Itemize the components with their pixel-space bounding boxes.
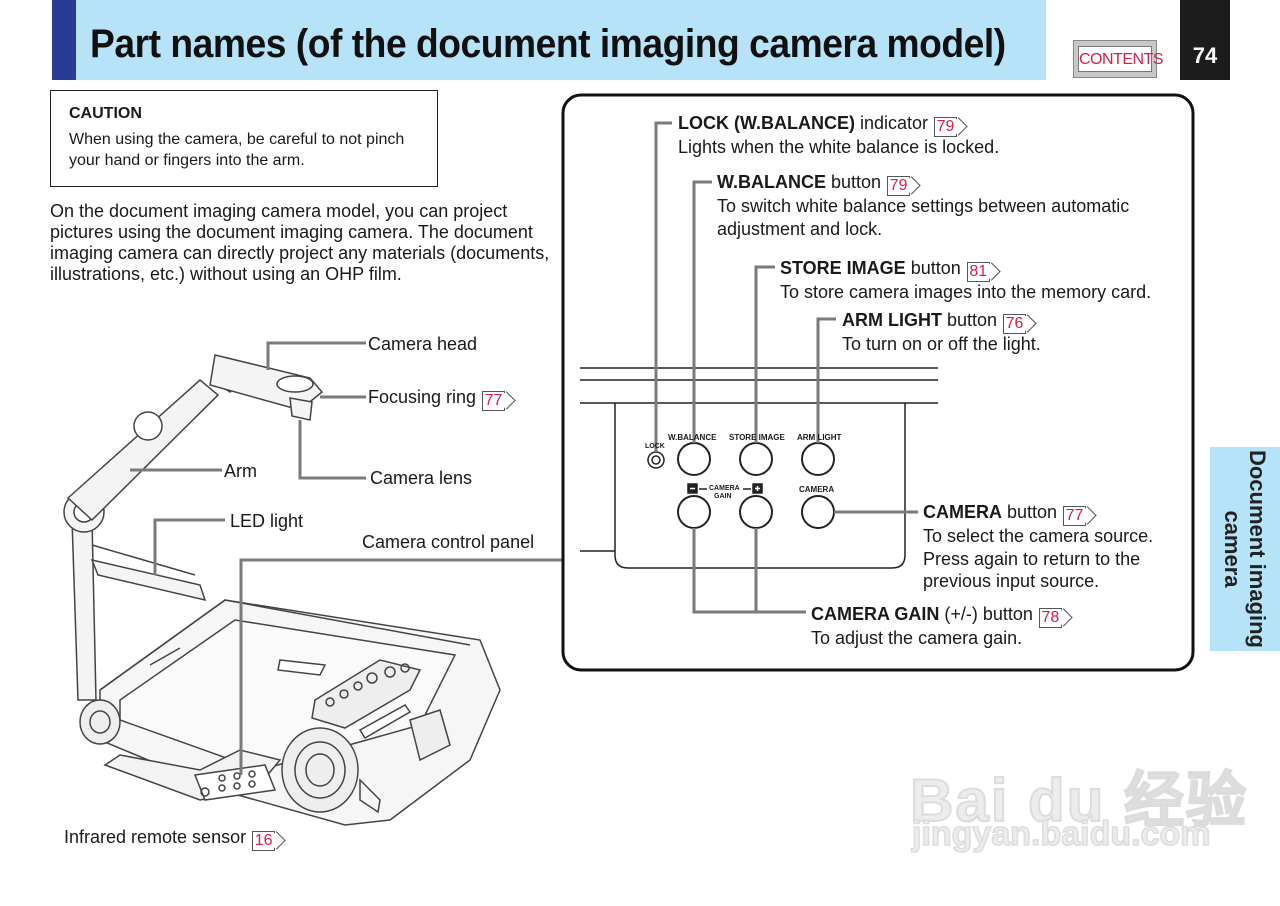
header-accent bbox=[52, 0, 76, 80]
caution-title: CAUTION bbox=[69, 105, 142, 122]
page-title: Part names (of the document imaging came… bbox=[90, 22, 1006, 66]
callout-wbalance-desc: To switch white balance settings between… bbox=[717, 196, 1130, 239]
page-ref-link[interactable]: 79 bbox=[887, 176, 911, 196]
side-tab-label: Document imaging camera bbox=[1220, 449, 1270, 648]
panel-label-camera-gain: CAMERA bbox=[709, 485, 740, 492]
page-ref-link[interactable]: 16 bbox=[252, 831, 276, 851]
page-number: 74 bbox=[1180, 0, 1230, 80]
page-ref-link[interactable]: 81 bbox=[966, 262, 990, 282]
page-ref-link[interactable]: 79 bbox=[934, 117, 958, 137]
panel-label-wbalance: W.BALANCE bbox=[668, 433, 717, 442]
label-camera-head: Camera head bbox=[368, 334, 478, 354]
page-ref-link[interactable]: 77 bbox=[482, 391, 506, 411]
watermark-logo: Bai du 经验 bbox=[909, 766, 1249, 835]
label-arm: Arm bbox=[224, 461, 257, 481]
contents-button[interactable]: CONTENTS bbox=[1073, 40, 1164, 78]
side-tab[interactable]: Document imaging camera bbox=[1210, 447, 1280, 651]
panel-label-armlight: ARM LIGHT bbox=[797, 433, 842, 442]
panel-label-store: STORE IMAGE bbox=[729, 433, 785, 442]
label-control-panel: Camera control panel bbox=[362, 532, 535, 552]
header-bar bbox=[52, 0, 1046, 80]
label-camera-lens: Camera lens bbox=[370, 468, 473, 488]
intro-paragraph: On the document imaging camera model, yo… bbox=[50, 201, 550, 284]
label-led-light: LED light bbox=[230, 511, 304, 531]
page-ref-link[interactable]: 77 bbox=[1063, 506, 1087, 526]
callout-gain-desc: To adjust the camera gain. bbox=[811, 628, 1023, 648]
page-ref-link[interactable]: 78 bbox=[1038, 608, 1062, 628]
camera-arm-illustration bbox=[63, 354, 324, 701]
control-panel-box bbox=[561, 93, 1195, 672]
callout-camera-desc: To select the camera source. Press again… bbox=[923, 526, 1154, 591]
caution-box: CAUTION When using the camera, be carefu… bbox=[50, 90, 438, 187]
page-ref-link[interactable]: 76 bbox=[1003, 314, 1027, 334]
leader-lines-left bbox=[130, 341, 562, 775]
panel-label-lock: LOCK bbox=[645, 443, 665, 450]
callout-armlight-desc: To turn on or off the light. bbox=[842, 334, 1041, 354]
leader-lines-panel bbox=[654, 121, 918, 614]
watermark-url: jingyan.baidu.com bbox=[911, 814, 1211, 854]
callout-store-desc: To store camera images into the memory c… bbox=[780, 282, 1152, 302]
panel-label-gain: GAIN bbox=[714, 493, 732, 500]
panel-label-camera: CAMERA bbox=[799, 485, 835, 494]
contents-button-label: CONTENTS bbox=[1078, 46, 1164, 72]
callout-lock-desc: Lights when the white balance is locked. bbox=[678, 137, 1000, 157]
projector-illustration bbox=[79, 599, 501, 826]
caution-text: When using the camera, be careful to not… bbox=[69, 131, 405, 169]
